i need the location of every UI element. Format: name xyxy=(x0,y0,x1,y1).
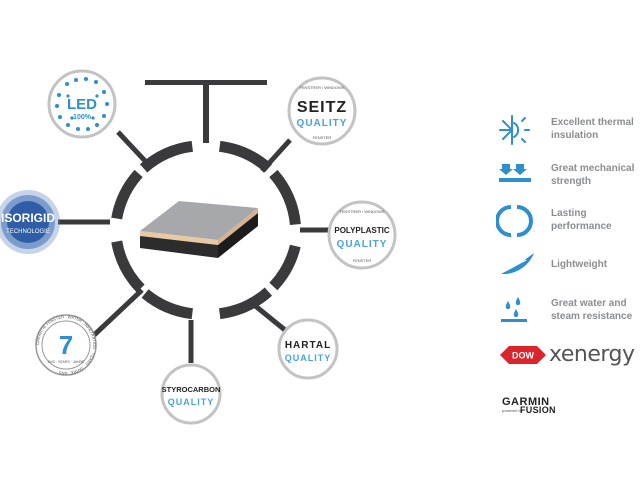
polyplastic-name: POLYPLASTIC xyxy=(334,226,389,235)
feature-label: Lightweight xyxy=(551,259,608,270)
feature-lightweight: Lightweight xyxy=(496,248,636,284)
led-badge: LED 100% xyxy=(47,69,117,139)
hartal-badge: HARTAL QUALITY xyxy=(277,318,339,380)
feature-label: strength xyxy=(551,176,591,187)
polyplastic-bottom-text: FENSTER xyxy=(353,258,372,263)
feature-thermal: Excellent thermal insulation xyxy=(496,112,636,148)
dow-logo-text: DOW xyxy=(512,351,535,361)
seven-year-badge: GARANTIE FENSTER · WATER · INFILTRATION … xyxy=(35,314,97,376)
feature-label: Great water and xyxy=(551,298,627,309)
isorigid-badge: ISORIGID TECHNOLOGIE xyxy=(0,190,60,254)
feature-water: Great water and steam resistance xyxy=(496,293,636,329)
seitz-badge: FENSTRER / WINDOWS SEITZ QUALITY FENSTER xyxy=(287,76,357,146)
thermal-snowflake-sun-icon xyxy=(496,112,536,148)
feature-label: insulation xyxy=(551,130,599,141)
polyplastic-badge: FENSTRER / WINDOWS POLYPLASTIC QUALITY F… xyxy=(327,200,397,270)
polyplastic-quality: QUALITY xyxy=(337,239,388,250)
feature-mechanical: Great mechanical strength xyxy=(496,158,636,194)
seitz-bottom-text: FENSTER xyxy=(313,135,332,140)
central-ring xyxy=(111,140,301,320)
styrocarbon-quality: QUALITY xyxy=(168,397,215,407)
seven-small-text: ANS · YEARS · JAHRE xyxy=(48,360,85,364)
polyplastic-top-text: FENSTRER / WINDOWS xyxy=(339,209,384,214)
mechanical-strength-icon xyxy=(496,158,536,194)
led-dots xyxy=(55,77,109,131)
led-label: LED xyxy=(67,96,97,113)
fusion-logo: FUSION xyxy=(520,405,556,415)
seitz-top-text: FENSTRER / WINDOWS xyxy=(299,85,344,90)
led-percent: 100% xyxy=(73,114,92,121)
dow-logo: DOW xyxy=(500,346,546,364)
feature-lasting: Lasting performance xyxy=(495,203,636,239)
water-drops-icon xyxy=(496,293,536,329)
seitz-name: SEITZ xyxy=(297,99,347,116)
xenergy-logo: xenergy xyxy=(549,342,635,367)
feature-label: Lasting xyxy=(551,208,587,219)
isorigid-sub: TECHNOLOGIE xyxy=(6,229,50,235)
hartal-quality: QUALITY xyxy=(285,353,332,363)
seven-number: 7 xyxy=(59,330,73,360)
styrocarbon-badge: STYROCARBON QUALITY xyxy=(160,363,222,425)
garmin-logo: GARMIN xyxy=(502,396,550,408)
feature-label: performance xyxy=(551,221,612,232)
feather-icon xyxy=(496,248,536,284)
lasting-performance-icon xyxy=(495,203,536,239)
powered-by-label: powered by xyxy=(502,408,523,413)
hartal-name: HARTAL xyxy=(285,340,331,351)
insulated-panel xyxy=(140,201,258,258)
feature-label: Excellent thermal xyxy=(551,117,634,128)
feature-label: steam resistance xyxy=(551,311,633,322)
isorigid-name: ISORIGID xyxy=(1,211,55,225)
seitz-quality: QUALITY xyxy=(297,118,348,129)
feature-label: Great mechanical xyxy=(551,163,635,174)
styrocarbon-name: STYROCARBON xyxy=(162,385,221,394)
top-connector xyxy=(145,80,267,143)
